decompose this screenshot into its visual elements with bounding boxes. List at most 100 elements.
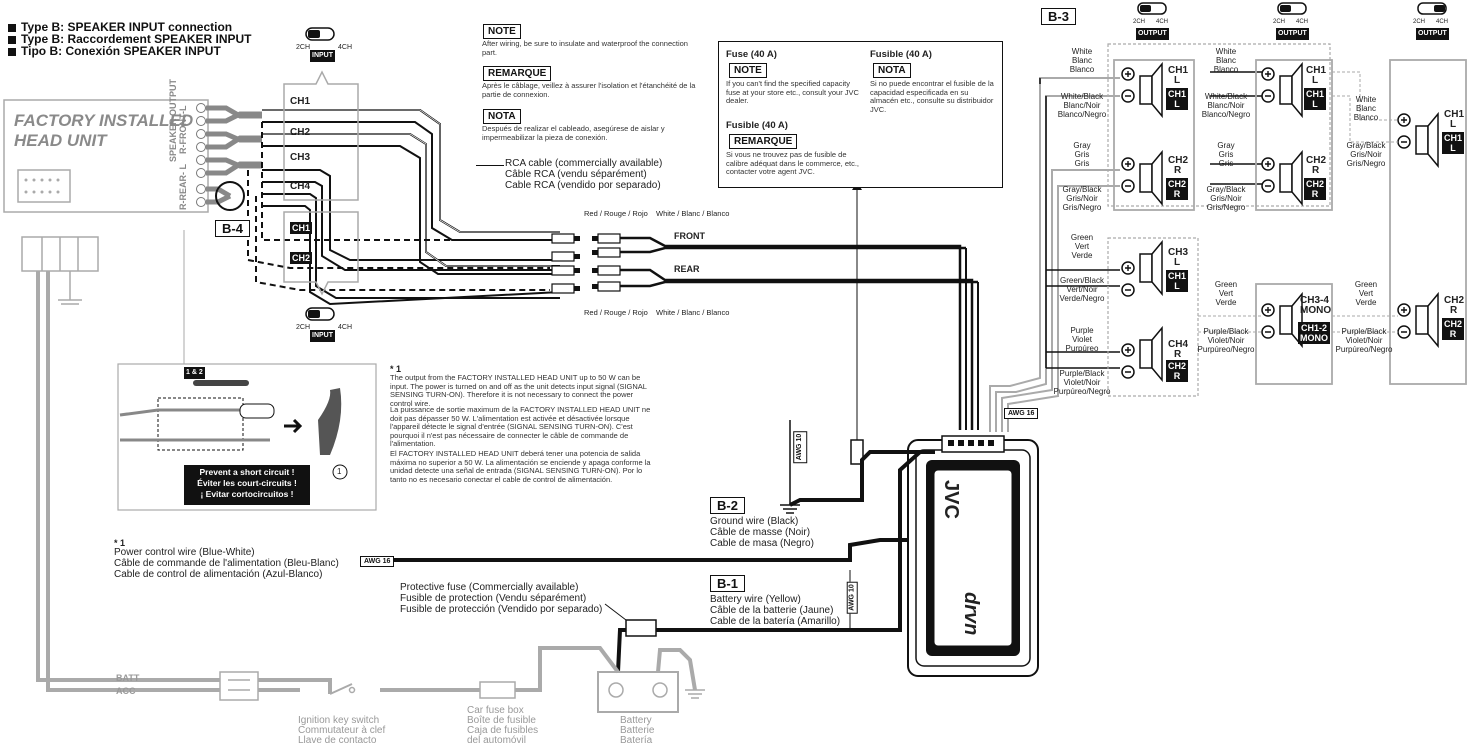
spk3-ch3: CH3 (1168, 247, 1189, 258)
input-4ch-bottom: 4CH (338, 324, 353, 331)
rca-cable-es: Cable RCA (vendido por separado) (505, 180, 661, 191)
out2-2ch: 2CH (1273, 19, 1286, 25)
head-unit-connector (17, 169, 71, 203)
fuse-es-title: Fusible (40 A) (870, 49, 932, 60)
nota-label: NOTA (483, 109, 521, 124)
battery-wire-es: Cable de la batería (Amarillo) (710, 616, 841, 627)
r-rear-l-label: R-REAR- L (178, 164, 188, 210)
spk7-ch34: CH3-4 (1300, 295, 1329, 306)
output-badge-2: OUTPUT (1276, 28, 1309, 40)
header-line-2: Type B: Raccordement SPEAKER INPUT (8, 33, 252, 46)
note-label: NOTE (483, 24, 521, 39)
spk9-r: R (1450, 305, 1458, 316)
rear-label: REAR (674, 264, 700, 274)
input-2ch-ch2-badge: CH2 (290, 252, 313, 264)
rca-pointer (476, 165, 504, 166)
protective-fuse-es: Fusible de protección (Vendido por separ… (400, 604, 603, 615)
power-es: Cable de control de alimentación (Azul-B… (114, 569, 323, 580)
ign-fr: Commutateur à clef (298, 725, 386, 736)
head-unit-title-2: HEAD UNIT (14, 131, 107, 150)
rca-white-top: White / Blanc / Blanco (656, 209, 730, 218)
battery-wire-en: Battery wire (Yellow) (710, 594, 801, 605)
head-unit-title-1: FACTORY INSTALLED (14, 111, 194, 130)
fuse-fr-title: Fusible (40 A) (726, 120, 788, 131)
awg10-battery: AWG 10 (846, 581, 858, 614)
b2-label: B-2 (710, 497, 745, 514)
nota-text: Después de realizar el cableado, asegúre… (482, 124, 665, 142)
b1-label: B-1 (710, 575, 745, 592)
fuse-remarque-label: REMARQUE (729, 134, 798, 149)
inset-warn-es: ¡ Evitar cortocircuitos ! (200, 489, 294, 499)
fusebox-es: Caja de fusibles (467, 725, 539, 736)
input-ch2-label: CH2 (290, 127, 311, 138)
battery-es: Batería (620, 735, 653, 746)
footnote-fr: La puissance de sortie maximum de la FAC… (390, 405, 651, 449)
note-text: After wiring, be sure to insulate and wa… (482, 39, 688, 57)
fuse-remarque-text: Si vous ne trouvez pas de fusible de cal… (726, 150, 859, 177)
spk6-r: R (1312, 165, 1320, 176)
output-badge-3: OUTPUT (1416, 28, 1449, 40)
spk8-ch1: CH1 (1444, 109, 1465, 120)
input-2ch-bottom: 2CH (296, 324, 311, 331)
spk9-ch2: CH2 (1444, 295, 1465, 306)
input-ch4-label: CH4 (290, 181, 311, 192)
spk2-ch2: CH2 (1168, 155, 1189, 166)
power-fr: Câble de commande de l'alimentation (Ble… (114, 558, 339, 569)
out1-2ch: 2CH (1133, 19, 1146, 25)
spk7-mono: MONO (1300, 305, 1332, 316)
footnote-es: El FACTORY INSTALLED HEAD UNIT deberá te… (390, 449, 651, 484)
input-switch-top (305, 27, 335, 41)
ign-en: Ignition key switch (298, 715, 380, 726)
input-4ch-top: 4CH (338, 44, 353, 51)
remarque-label: REMARQUE (483, 66, 552, 81)
fusebox-es-2: del automóvil (467, 735, 526, 746)
fusebox-fr: Boîte de fusible (467, 715, 536, 726)
fuse-nota-text: Si no puede encontrar el fusible de la c… (870, 79, 994, 114)
spk4-ch4: CH4 (1168, 339, 1189, 350)
spk5-l: L (1312, 75, 1319, 86)
spk6-ch2: CH2 (1306, 155, 1327, 166)
b3-label: B-3 (1041, 8, 1076, 25)
harness-connector (21, 236, 99, 272)
input-switch-bottom (305, 307, 335, 321)
out3-2ch: 2CH (1413, 19, 1426, 25)
input-2ch-ch1-badge: CH1 (290, 222, 313, 234)
front-label: FRONT (674, 231, 705, 241)
power-en: Power control wire (Blue-White) (114, 547, 255, 558)
ground-fr: Câble de masse (Noir) (710, 527, 811, 538)
fuse-en-title: Fuse (40 A) (726, 49, 777, 60)
fusebox-en: Car fuse box (467, 705, 524, 716)
r-front-l-label: R-FRONT-L (178, 105, 188, 155)
footnote-mark: * 1 (390, 364, 402, 374)
speaker-output-label: SPEAKER OUTPUT (168, 78, 178, 162)
footnote-en: The output from the FACTORY INSTALLED HE… (390, 373, 647, 408)
input-ch1-label: CH1 (290, 96, 311, 107)
input-2ch-top: 2CH (296, 44, 311, 51)
rca-cable-fr: Câble RCA (vendu séparément) (505, 169, 647, 180)
input-badge-top: INPUT (310, 50, 335, 62)
header-line-1: Type B: SPEAKER INPUT connection (8, 21, 232, 34)
spk1-l: L (1174, 75, 1181, 86)
batt-label: BATT (116, 673, 140, 683)
fuse-note-text: If you can't find the specified capacity… (726, 79, 859, 106)
speaker-groups (1107, 2, 1467, 397)
